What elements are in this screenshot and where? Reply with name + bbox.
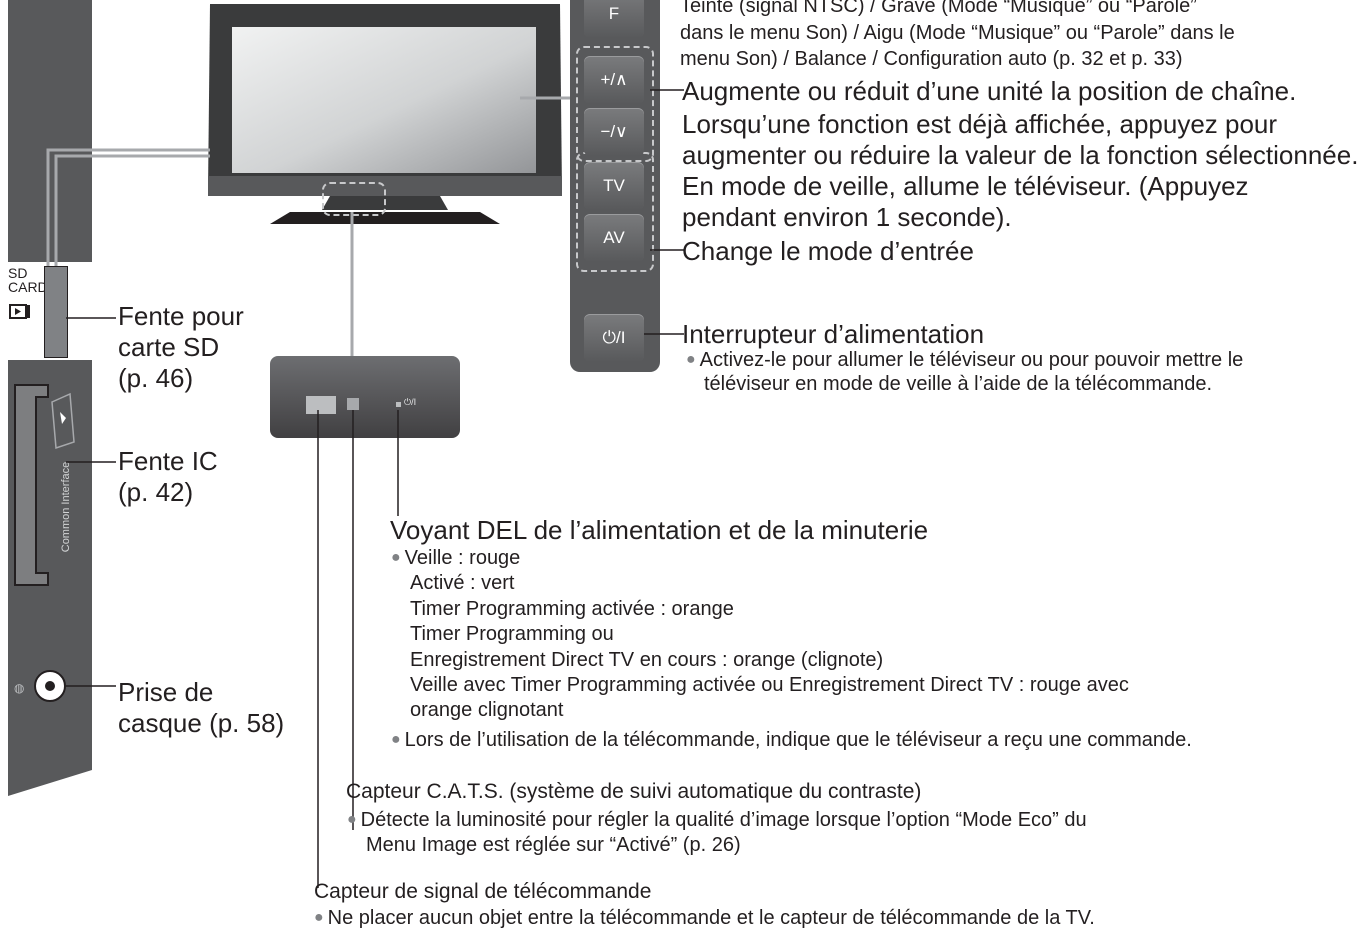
sensor-power-mark: ⏻/I [404, 397, 417, 407]
power-button-label: ⏻/I [602, 328, 626, 347]
top-description-1: Teinte (signal NTSC) / Grave (Mode “Musi… [680, 0, 1197, 17]
ic-slot-label-1: Fente IC [118, 446, 218, 476]
headphone-label-1: Prise de [118, 677, 214, 707]
sd-card-label-sd: SD [8, 265, 28, 281]
remote-sensor-title: Capteur de signal de télécommande [314, 880, 652, 903]
channel-description-3: augmenter ou réduire la valeur de la fon… [682, 140, 1359, 170]
channel-up-label: +/∧ [600, 70, 628, 89]
sd-card-icon [9, 304, 30, 319]
tv-button[interactable]: TV [584, 162, 644, 210]
power-switch-desc-2: téléviseur en mode de veille à l’aide de… [704, 373, 1213, 395]
channel-down-button[interactable]: −/∨ [584, 108, 644, 156]
channel-up-button[interactable]: +/∧ [584, 56, 644, 104]
tv-button-label: TV [603, 176, 625, 195]
led-line-1: Veille : rouge [391, 546, 521, 570]
channel-description-5: pendant environ 1 seconde). [682, 202, 1012, 232]
power-button[interactable]: ⏻/I [584, 314, 644, 362]
side-panel [8, 0, 92, 796]
channel-description-4: En mode de veille, allume le téléviseur.… [682, 171, 1249, 201]
f-button[interactable]: F [584, 0, 644, 38]
led-line-3: Timer Programming activée : orange [410, 598, 734, 620]
headphone-label-2: casque (p. 58) [118, 708, 285, 738]
channel-buttons-highlight [576, 46, 654, 162]
top-description-2: dans le menu Son) / Aigu (Mode “Musique”… [680, 22, 1235, 44]
ic-slot-label-2: (p. 42) [118, 477, 194, 507]
sd-slot-label-3: (p. 46) [118, 363, 194, 393]
led-title: Voyant DEL de l’alimentation et de la mi… [390, 515, 929, 545]
channel-description-1: Augmente ou réduit d’une unité la positi… [682, 76, 1297, 106]
power-led [396, 402, 401, 407]
tv-sensor-highlight [322, 182, 386, 216]
cats-desc-1: Détecte la luminosité pour régler la qua… [347, 808, 1087, 832]
sd-card-slot[interactable] [44, 266, 68, 358]
sd-card-label: SD CARD [8, 266, 48, 294]
cats-title: Capteur C.A.T.S. (système de suivi autom… [346, 780, 922, 803]
cats-desc-1-text: Détecte la luminosité pour régler la qua… [360, 809, 1087, 831]
remote-sensor-note: Ne placer aucun objet entre la télécomma… [314, 906, 1095, 930]
headphone-icon: ◍ [14, 681, 25, 695]
led-line-4: Timer Programming ou [410, 623, 614, 645]
led-line-2: Activé : vert [410, 572, 515, 594]
power-switch-desc-1: Activez-le pour allumer le téléviseur ou… [686, 348, 1244, 372]
led-remote-note: Lors de l’utilisation de la télécommande… [391, 728, 1192, 752]
led-remote-note-text: Lors de l’utilisation de la télécommande… [404, 729, 1192, 751]
power-switch-title: Interrupteur d’alimentation [682, 319, 985, 349]
sd-slot-label-2: carte SD [118, 332, 220, 362]
led-line-5: Enregistrement Direct TV en cours : oran… [410, 649, 884, 671]
top-description-3: menu Son) / Balance / Configuration auto… [680, 48, 1183, 70]
led-line-6: Veille avec Timer Programming activée ou… [410, 674, 1129, 696]
channel-down-label: −/∨ [600, 122, 628, 141]
remote-sensor-note-text: Ne placer aucun objet entre la télécomma… [327, 907, 1095, 929]
f-button-label: F [608, 4, 620, 23]
channel-description-2: Lorsqu’une fonction est déjà affichée, a… [682, 109, 1278, 139]
sensor-panel [270, 356, 460, 438]
remote-signal-sensor [306, 396, 336, 414]
led-line-1-text: Veille : rouge [404, 547, 521, 569]
cats-desc-2: Menu Image est réglée sur “Activé” (p. 2… [366, 834, 741, 856]
av-button-label: AV [603, 228, 625, 247]
input-mode-label: Change le mode d’entrée [682, 236, 974, 266]
av-button[interactable]: AV [584, 214, 644, 262]
led-line-7: orange clignotant [410, 699, 564, 721]
sd-card-label-card: CARD [8, 279, 48, 295]
cats-sensor [347, 398, 359, 410]
power-switch-desc-1-text: Activez-le pour allumer le téléviseur ou… [699, 349, 1244, 371]
headphone-jack[interactable] [34, 670, 66, 702]
ic-card-slot[interactable] [12, 382, 92, 588]
sd-slot-label-1: Fente pour [118, 301, 244, 331]
